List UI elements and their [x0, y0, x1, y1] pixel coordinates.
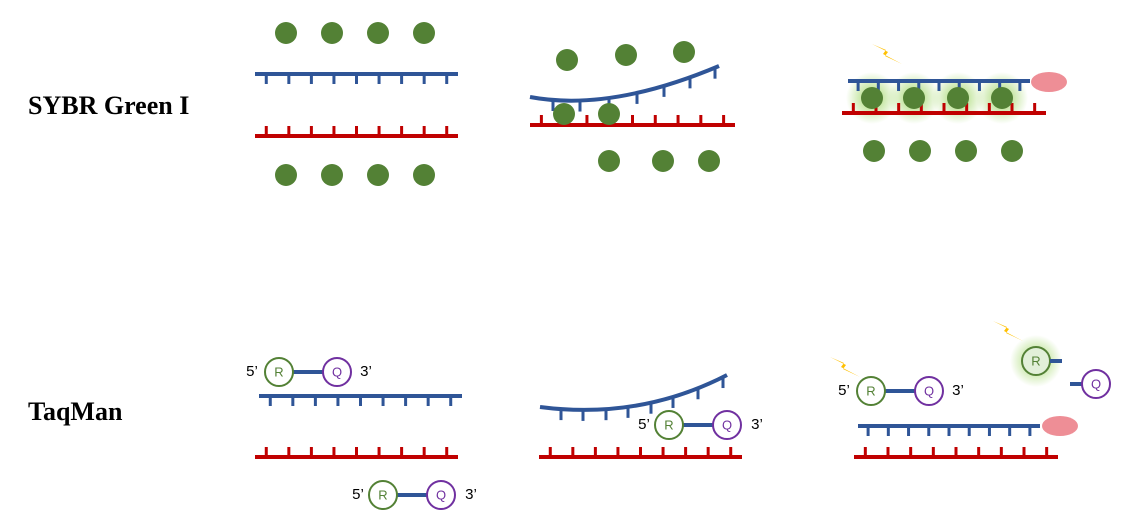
quencher-label: Q [332, 364, 342, 379]
quencher-icon [1081, 369, 1111, 399]
taqman-p2-red-strand [539, 447, 742, 459]
reporter-label: R [274, 364, 283, 379]
quencher-icon [426, 480, 456, 510]
quencher-label: Q [436, 487, 446, 502]
three-prime-label: 3’ [952, 382, 964, 399]
five-prime-label: 5’ [838, 382, 850, 399]
polymerase-blob [1031, 72, 1067, 92]
sybr-dye-molecule [903, 87, 925, 109]
sybr-dye-molecule [909, 140, 931, 162]
five-prime-label: 5’ [246, 363, 258, 380]
sybr-p2-blue-strand-backbone [529, 64, 720, 103]
sybr-dye-molecule [556, 49, 578, 71]
sybr-dye-molecule [367, 164, 389, 186]
sybr-dye-molecule [1001, 140, 1023, 162]
sybr-dye-molecule [673, 41, 695, 63]
sybr-dye-molecule [947, 87, 969, 109]
three-prime-label: 3’ [465, 486, 477, 503]
taqman-p2-blue-strand [539, 373, 728, 421]
sybr-dye-molecule [367, 22, 389, 44]
reporter-label: R [1031, 353, 1040, 368]
taqman-title: TaqMan [28, 397, 123, 426]
lightning-icon [830, 357, 860, 377]
lightning-icon [872, 44, 902, 64]
lightning-icon [993, 321, 1023, 341]
taqman-p1-red-strand [255, 447, 458, 459]
reporter-icon [264, 357, 294, 387]
quencher-label: Q [1091, 376, 1101, 391]
reporter-label: R [866, 383, 875, 398]
sybr-dye-molecule [861, 87, 883, 109]
sybr-dye-molecule [991, 87, 1013, 109]
three-prime-label: 3’ [360, 363, 372, 380]
taqman-p1-blue-strand [259, 394, 462, 406]
reporter-label: R [664, 417, 673, 432]
sybr-p1-red-strand [255, 126, 458, 138]
sybr-dye-molecule [615, 44, 637, 66]
sybr-dye-molecule [553, 103, 575, 125]
sybr-dye-molecule [275, 22, 297, 44]
reporter-icon [368, 480, 398, 510]
polymerase-blob [1042, 416, 1078, 436]
sybr-dye-molecule [321, 22, 343, 44]
quencher-label: Q [924, 383, 934, 398]
five-prime-label: 5’ [352, 486, 364, 503]
sybr-dye-molecule [863, 140, 885, 162]
sybr-green-title: SYBR Green I [28, 91, 190, 120]
quencher-icon [322, 357, 352, 387]
sybr-dye-molecule [321, 164, 343, 186]
taqman-p3-blue-strand [858, 424, 1040, 436]
sybr-p1-blue-strand [255, 72, 458, 84]
sybr-dye-molecule [955, 140, 977, 162]
quencher-label: Q [722, 417, 732, 432]
three-prime-label: 3’ [751, 416, 763, 433]
sybr-dye-molecule [598, 103, 620, 125]
quencher-icon [914, 376, 944, 406]
sybr-dye-molecule [598, 150, 620, 172]
five-prime-label: 5’ [638, 416, 650, 433]
sybr-dye-molecule [652, 150, 674, 172]
taqman-p3-red-strand [854, 447, 1058, 459]
sybr-dye-molecule [413, 22, 435, 44]
sybr-dye-molecule [698, 150, 720, 172]
reporter-label: R [378, 487, 387, 502]
sybr-dye-molecule [275, 164, 297, 186]
reporter-icon [856, 376, 886, 406]
sybr-dye-molecule [413, 164, 435, 186]
quencher-icon [712, 410, 742, 440]
taqman-p2-blue-strand-backbone [539, 373, 728, 412]
reporter-icon [654, 410, 684, 440]
